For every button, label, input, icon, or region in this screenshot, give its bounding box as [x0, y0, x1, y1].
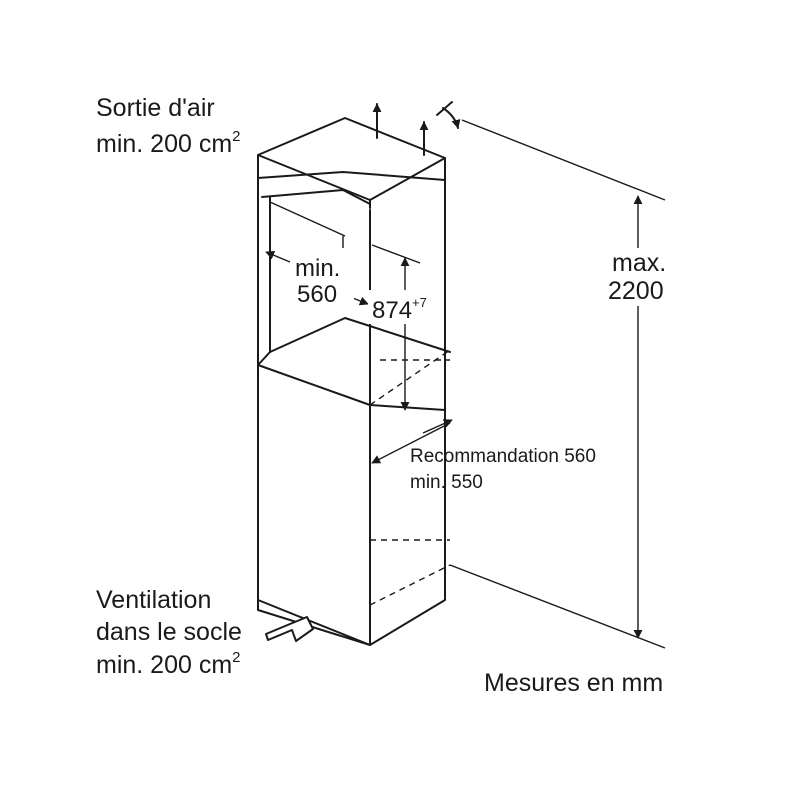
- curved-arrow-stroke: [436, 101, 453, 116]
- air-outlet-label-line1: Sortie d'air: [96, 94, 215, 122]
- niche-width-label-line2: 560: [297, 281, 337, 308]
- niche-height-label-bg: [368, 290, 440, 324]
- appliance-door: [257, 351, 446, 646]
- max-height-label-bg: [606, 248, 676, 306]
- max-height-label-line2: 2200: [608, 277, 664, 305]
- air-outlet-arrows: [372, 101, 461, 156]
- niche-height-dimension: [371, 244, 421, 411]
- curved-arrow-icon: [442, 107, 461, 129]
- niche-height-label: 874+7: [372, 295, 427, 324]
- niche-width-label-bg: [292, 254, 354, 310]
- depth-label-line1: Recommandation 560: [410, 446, 596, 467]
- max-height-dimension: [449, 119, 666, 649]
- depth-label-line2: min. 550: [410, 472, 483, 493]
- plinth-superscript: 2: [232, 649, 240, 666]
- air-outlet-superscript: 2: [232, 128, 240, 145]
- plinth-label-line1: Ventilation: [96, 586, 211, 614]
- air-outlet-label-line2: min. 200 cm2: [96, 128, 241, 158]
- max-height-label-line1: max.: [612, 249, 666, 277]
- plinth-label-line3: min. 200 cm2: [96, 649, 241, 679]
- hollow-arrow-icon: [265, 616, 314, 642]
- plinth-label-line2: dans le socle: [96, 618, 242, 646]
- depth-guides: [369, 349, 451, 606]
- plinth-air-arrow: [265, 616, 314, 642]
- units-label: Mesures en mm: [484, 669, 663, 697]
- niche-width-label-line1: min.: [295, 255, 340, 282]
- depth-dimension: [371, 419, 453, 464]
- niche-height-tolerance: +7: [412, 295, 427, 310]
